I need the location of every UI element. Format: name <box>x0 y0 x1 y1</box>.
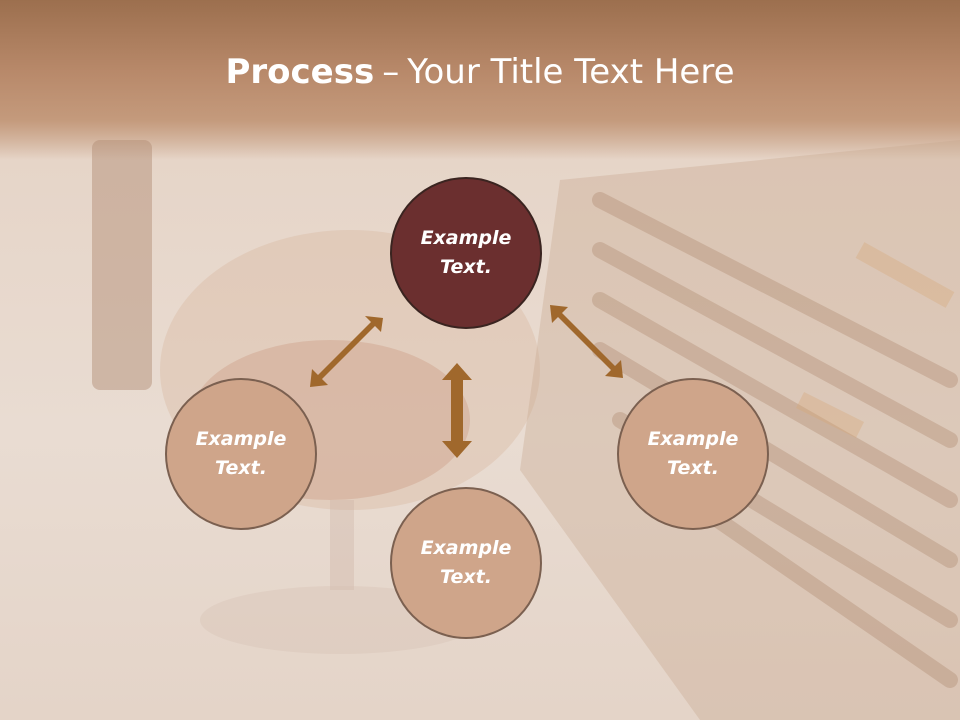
bottom-circle-text: Example Text. <box>420 537 512 588</box>
left-circle: Example Text. <box>165 378 317 530</box>
title-bold: Process <box>225 52 375 92</box>
title-separator: – <box>382 52 400 92</box>
left-circle-text: Example Text. <box>195 428 287 479</box>
header-band <box>0 0 960 160</box>
right-circle-text: Example Text. <box>647 428 739 479</box>
bottom-circle: Example Text. <box>390 487 542 639</box>
slide-title: Process–Your Title Text Here <box>0 52 960 92</box>
arrow-vertical <box>442 363 472 458</box>
right-circle: Example Text. <box>617 378 769 530</box>
center-circle: Example Text. <box>390 177 542 329</box>
arrow-top-right <box>550 305 623 378</box>
title-rest: Your Title Text Here <box>407 52 735 92</box>
center-circle-text: Example Text. <box>420 227 512 278</box>
arrow-top-left <box>310 316 383 387</box>
